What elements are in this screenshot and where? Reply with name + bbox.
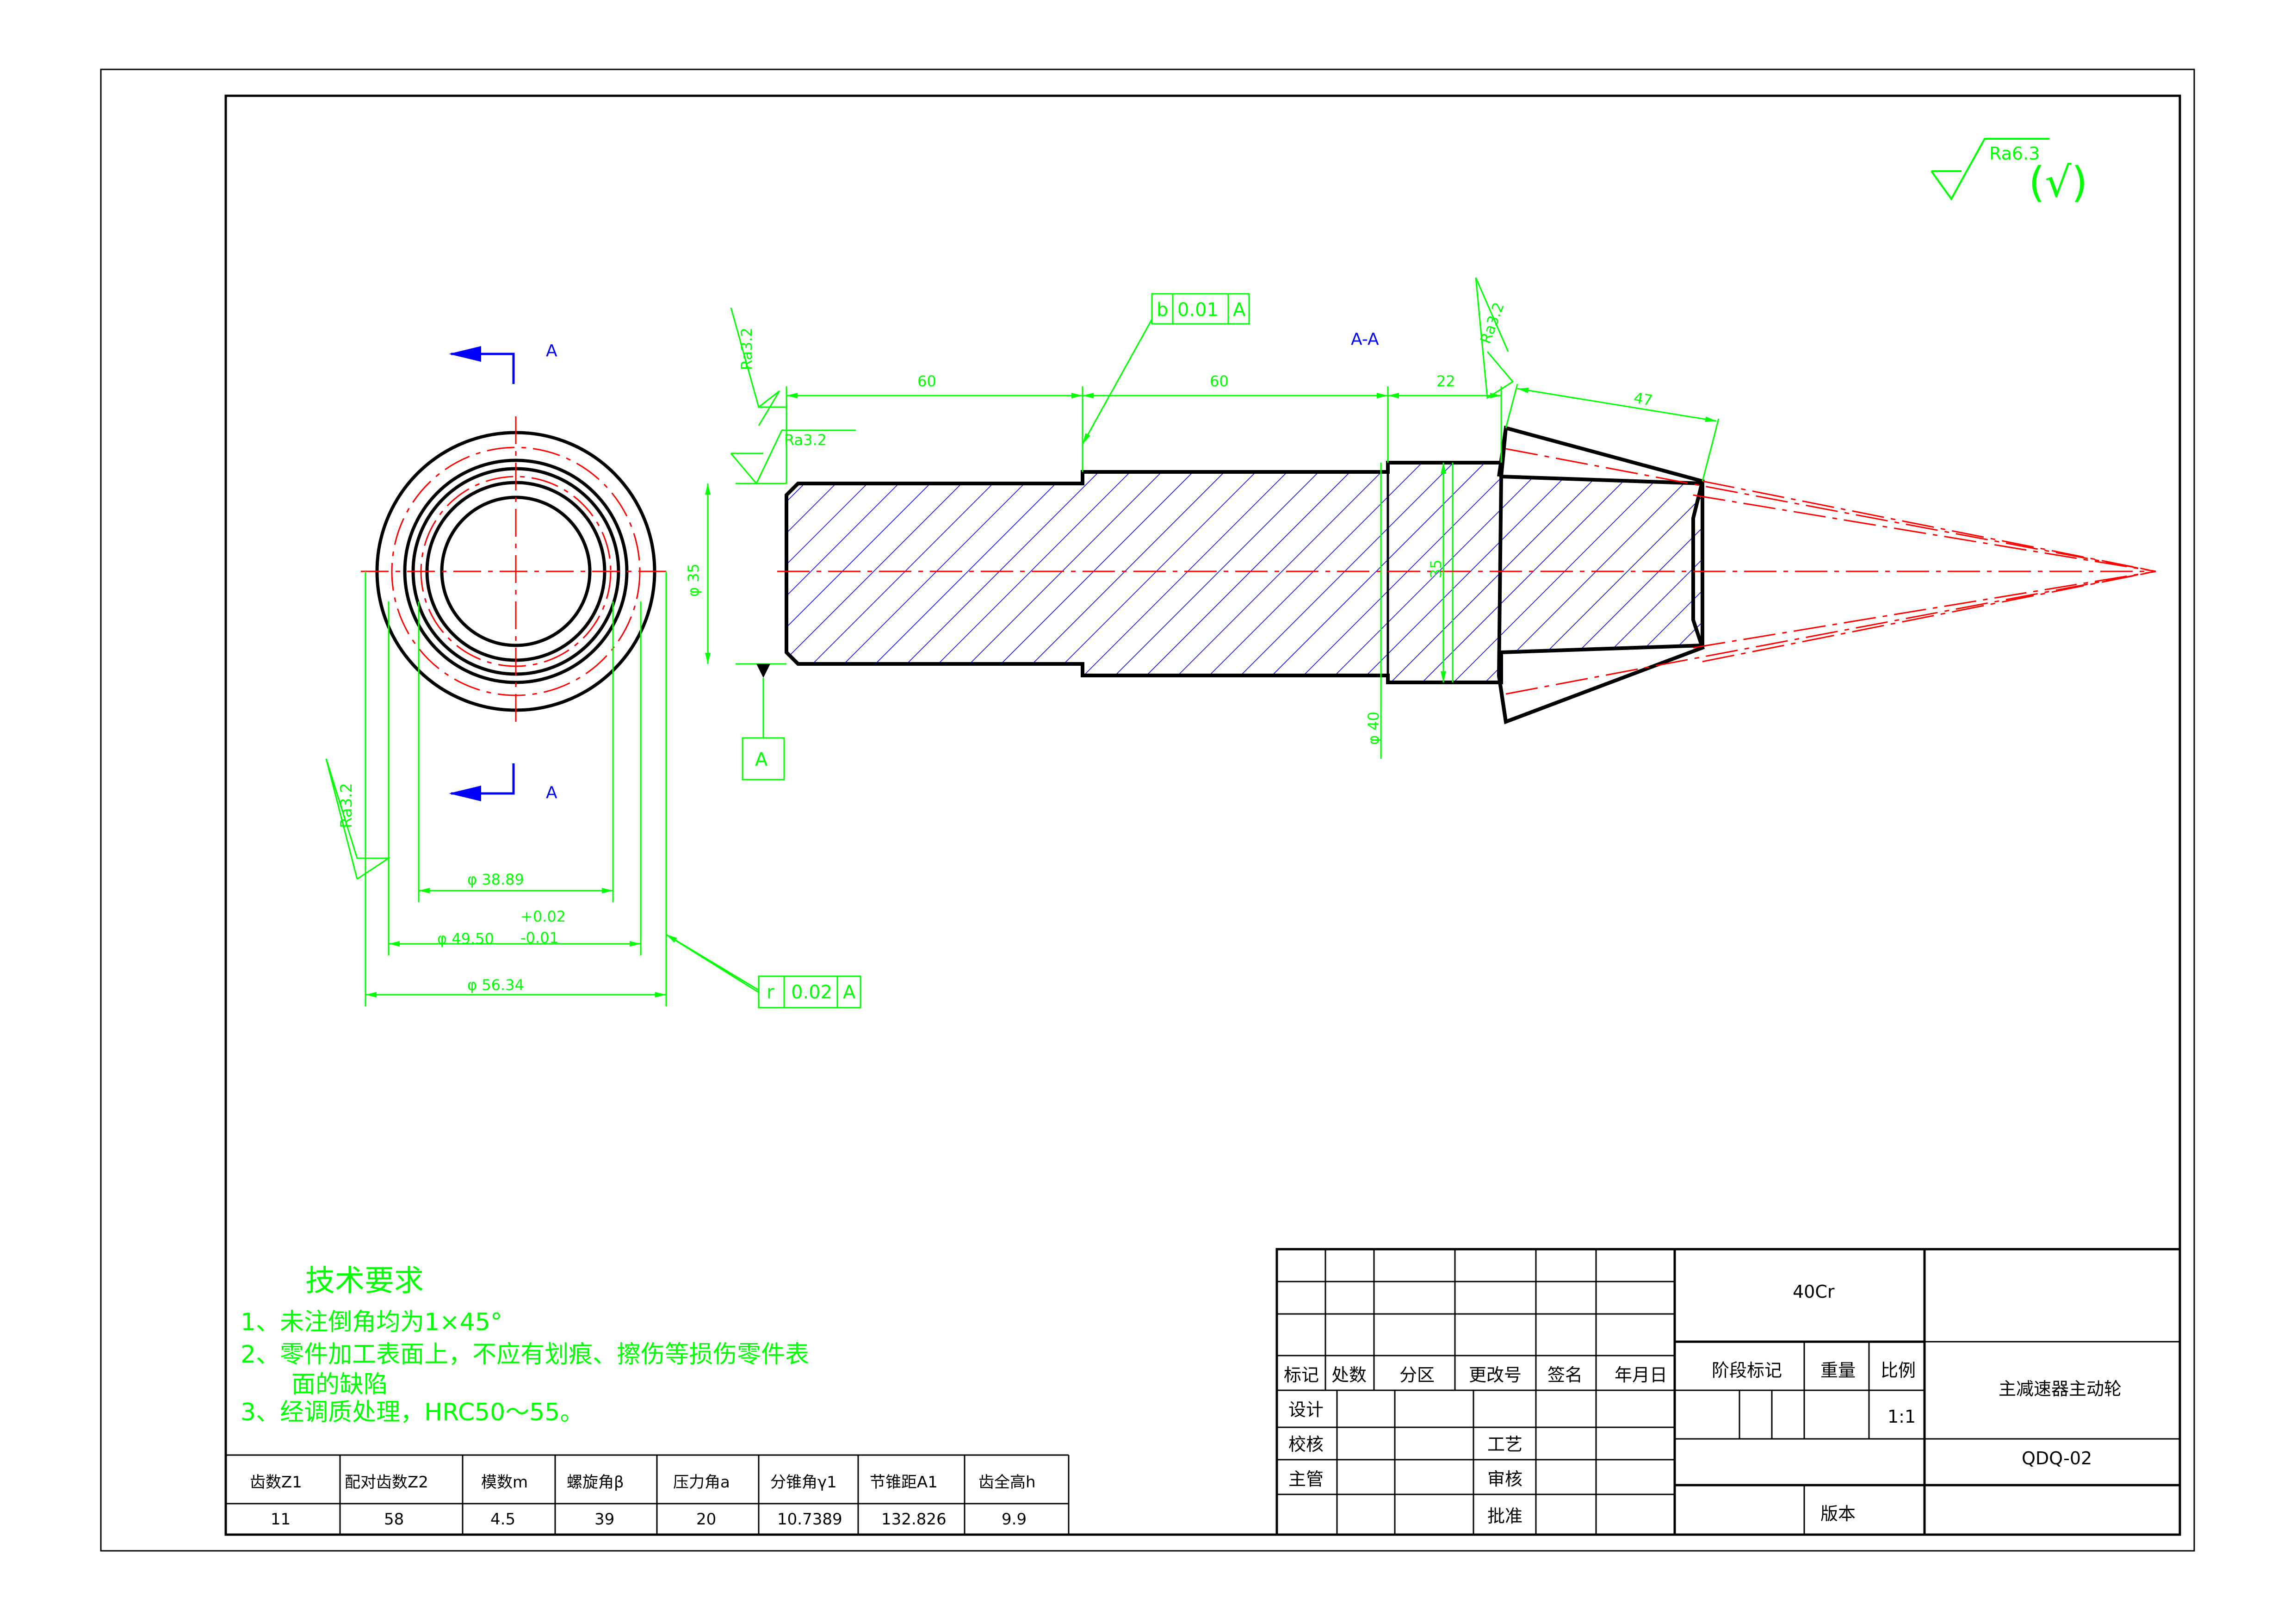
tb-review: 审核 — [1487, 1469, 1522, 1489]
inner-border — [224, 94, 2181, 1536]
dim-dia2: φ 49.50 — [437, 930, 494, 948]
datum-a: A — [742, 664, 785, 781]
tb-process: 工艺 — [1487, 1434, 1522, 1455]
bevel-gear-teeth — [1497, 425, 1705, 725]
section-letter-bottom: A — [546, 783, 557, 802]
section-marker-top: A — [449, 341, 557, 384]
gear-value-h: 9.9 — [1002, 1510, 1027, 1529]
tolerance-frame-runout1: b 0.01 A — [1151, 293, 1250, 325]
tb-drawing-no: QDQ-02 — [2022, 1448, 2092, 1468]
gear-value-beta: 39 — [594, 1510, 614, 1529]
end-view — [361, 416, 671, 726]
gear-value-gamma: 10.7389 — [777, 1510, 842, 1529]
tb-supervisor: 主管 — [1288, 1469, 1324, 1489]
gear-header-z2: 配对齿数Z2 — [345, 1473, 428, 1492]
gear-params-table — [226, 1454, 1070, 1535]
dim-tol-lower: -0.01 — [520, 929, 559, 947]
gear-header-m: 模数m — [481, 1473, 528, 1492]
gear-params-values: 11 58 4.5 39 20 10.7389 132.826 9.9 — [271, 1510, 1027, 1529]
runout2-value: 0.02 — [791, 982, 832, 1003]
title-block-text: 40Cr 主减速器主动轮 QDQ-02 1:1 阶段标记 重量 比例 标记 处数… — [1284, 1282, 2122, 1526]
gear-value-m: 4.5 — [490, 1510, 515, 1529]
tb-part-name: 主减速器主动轮 — [1999, 1379, 2122, 1399]
roughness-cone-face: Ra3.2 — [1475, 277, 1514, 399]
end-view-roughness: Ra3.2 — [325, 758, 391, 880]
tb-rev-header-count: 处数 — [1331, 1365, 1367, 1385]
tech-req-title: 技术要求 — [305, 1264, 424, 1298]
outer-border — [100, 68, 2195, 1552]
dim-tol-upper: +0.02 — [520, 908, 566, 925]
gear-header-beta: 螺旋角β — [567, 1473, 624, 1492]
gear-header-alpha: 压力角a — [673, 1473, 730, 1492]
tech-req-item2a: 2、零件加工表面上，不应有划痕、擦伤等损伤零件表 — [241, 1341, 809, 1369]
runout1-datum: A — [1233, 299, 1246, 321]
center-lines — [777, 448, 2156, 695]
tb-design: 设计 — [1288, 1400, 1324, 1420]
tb-version: 版本 — [1820, 1504, 1856, 1524]
tb-rev-header-mark: 标记 — [1284, 1365, 1319, 1385]
gear-params-headers: 齿数Z1 配对齿数Z2 模数m 螺旋角β 压力角a 分锥角γ1 节锥距A1 齿全… — [250, 1473, 1036, 1492]
runout1-value: 0.01 — [1177, 299, 1219, 321]
tb-material: 40Cr — [1793, 1282, 1835, 1302]
gear-header-a1: 节锥距A1 — [870, 1473, 938, 1492]
dim-len4: 47 — [1633, 389, 1654, 409]
runout1-symbol: b — [1157, 299, 1168, 321]
tech-req-item2b: 面的缺陷 — [291, 1371, 388, 1399]
section-marker-bottom: A — [449, 763, 557, 802]
dim-dia-journal: φ 40 — [1365, 712, 1382, 745]
title-block-grid — [1275, 1248, 2181, 1536]
dim-dia3: φ 56.34 — [467, 976, 524, 994]
gear-value-z1: 11 — [271, 1510, 291, 1529]
tb-rev-header-sign: 签名 — [1547, 1365, 1583, 1385]
dim-len1: 60 — [917, 372, 936, 390]
tb-scale-label: 比例 — [1881, 1360, 1916, 1381]
tb-weight: 重量 — [1820, 1360, 1856, 1381]
gear-value-alpha: 20 — [696, 1510, 716, 1529]
gear-value-z2: 58 — [384, 1510, 404, 1529]
datum-a-label: A — [755, 749, 768, 770]
dim-len2: 60 — [1210, 372, 1229, 390]
tb-rev-header-date: 年月日 — [1615, 1365, 1667, 1385]
shaft-section — [785, 461, 1704, 684]
tech-requirements: 技术要求 1、未注倒角均为1×45° 2、零件加工表面上，不应有划痕、擦伤等损伤… — [241, 1264, 809, 1426]
tech-req-item3: 3、经调质处理，HRC50～55。 — [241, 1399, 584, 1426]
tech-req-item1: 1、未注倒角均为1×45° — [241, 1308, 502, 1336]
gear-header-z1: 齿数Z1 — [250, 1473, 302, 1492]
tolerance-frame-runout2: r 0.02 A — [758, 975, 861, 1009]
gear-header-h: 齿全高h — [978, 1473, 1036, 1492]
dim-dia1: φ 38.89 — [467, 871, 524, 888]
tb-stage-mark: 阶段标记 — [1712, 1360, 1782, 1381]
roughness-face-left-inner-label: Ra3.2 — [784, 431, 827, 449]
tb-check: 校核 — [1288, 1434, 1324, 1455]
global-roughness-mark: (√) — [2029, 158, 2088, 207]
tb-approve: 批准 — [1487, 1506, 1522, 1526]
runout2-symbol: r — [767, 982, 774, 1003]
tb-rev-header-zone: 分区 — [1399, 1365, 1435, 1385]
gear-value-a1: 132.826 — [881, 1510, 947, 1529]
tb-scale: 1:1 — [1888, 1406, 1916, 1427]
global-roughness-label: Ra6.3 — [1989, 143, 2040, 164]
section-title: A-A — [1351, 330, 1379, 349]
dim-dia-shaft: φ 35 — [685, 564, 702, 597]
dim-len3: 22 — [1436, 372, 1455, 390]
end-view-dimensions — [365, 571, 759, 1006]
dim-dia-inner-mark: 35 — [1427, 559, 1445, 578]
roughness-face-left-outer: Ra3.2 — [730, 307, 786, 426]
runout2-datum: A — [843, 982, 856, 1003]
roughness-face-left-inner: Ra3.2 — [730, 429, 856, 485]
section-letter-top: A — [546, 341, 557, 360]
side-view-dimensions — [705, 301, 1720, 759]
roughness-face-left-outer-label: Ra3.2 — [738, 328, 755, 370]
gear-header-gamma: 分锥角γ1 — [770, 1473, 837, 1492]
global-roughness-symbol: Ra6.3 (√) — [1931, 138, 2088, 207]
end-view-roughness-label: Ra3.2 — [337, 783, 356, 828]
tb-rev-header-change: 更改号 — [1469, 1365, 1522, 1385]
